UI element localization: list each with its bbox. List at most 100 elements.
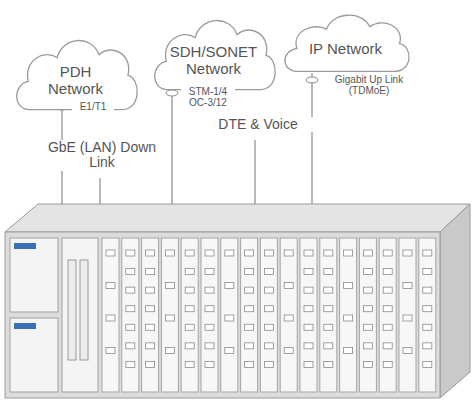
port	[126, 250, 135, 256]
network-name: PDH Network	[32, 48, 120, 97]
port	[106, 250, 115, 256]
port	[245, 287, 254, 293]
port	[304, 306, 313, 312]
line-card	[419, 238, 436, 392]
port	[324, 287, 333, 293]
port	[245, 343, 254, 349]
line-card	[300, 238, 317, 392]
line-card	[320, 238, 337, 392]
port	[363, 343, 372, 349]
port	[324, 361, 333, 367]
port	[304, 361, 313, 367]
port	[264, 287, 273, 293]
port	[363, 250, 372, 256]
line-card	[241, 238, 258, 392]
port	[423, 324, 432, 330]
port	[225, 315, 234, 321]
port	[126, 287, 135, 293]
port	[403, 250, 412, 256]
port	[344, 283, 353, 289]
port	[324, 269, 333, 275]
port	[284, 250, 293, 256]
port	[383, 361, 392, 367]
line-card	[102, 238, 119, 392]
chassis-illustration	[5, 204, 470, 398]
port	[344, 315, 353, 321]
port	[146, 306, 155, 312]
port	[403, 315, 412, 321]
port	[146, 343, 155, 349]
port	[284, 315, 293, 321]
port	[423, 306, 432, 312]
port	[205, 361, 214, 367]
line-card	[260, 238, 277, 392]
port	[423, 361, 432, 367]
port	[225, 348, 234, 354]
port	[165, 250, 174, 256]
port	[304, 287, 313, 293]
port	[284, 348, 293, 354]
port	[383, 250, 392, 256]
line-card	[340, 238, 357, 392]
interface-label: STM-1/4 OC-3/12	[181, 86, 235, 108]
port	[185, 306, 194, 312]
port	[185, 287, 194, 293]
port	[363, 361, 372, 367]
port	[126, 343, 135, 349]
port	[106, 315, 115, 321]
port	[284, 283, 293, 289]
port	[126, 324, 135, 330]
port	[403, 283, 412, 289]
port	[245, 324, 254, 330]
port	[264, 250, 273, 256]
line-card	[142, 238, 159, 392]
network-name: SDH/SONET Network	[170, 28, 258, 77]
port	[324, 306, 333, 312]
port	[225, 283, 234, 289]
port	[264, 361, 273, 367]
port	[383, 287, 392, 293]
network-cloud: SDH/SONET Network	[148, 8, 279, 97]
port	[245, 306, 254, 312]
port	[304, 269, 313, 275]
interface-label: Gigabit Up Link (TDMoE)	[320, 74, 418, 96]
port	[185, 269, 194, 275]
port	[185, 343, 194, 349]
interface-label: E1/T1	[72, 101, 114, 112]
port	[383, 269, 392, 275]
port	[324, 324, 333, 330]
port	[264, 343, 273, 349]
line-card	[181, 238, 198, 392]
port	[146, 287, 155, 293]
line-card	[221, 238, 238, 392]
port	[363, 287, 372, 293]
port	[185, 250, 194, 256]
port	[165, 348, 174, 354]
line-card	[399, 238, 416, 392]
port	[205, 287, 214, 293]
port	[205, 343, 214, 349]
port	[126, 361, 135, 367]
port	[363, 324, 372, 330]
port	[304, 324, 313, 330]
link-label: GbE (LAN) Down Link	[46, 140, 158, 171]
port	[106, 283, 115, 289]
line-card	[201, 238, 218, 392]
port	[344, 250, 353, 256]
port	[264, 306, 273, 312]
port	[205, 324, 214, 330]
port	[126, 306, 135, 312]
port	[126, 269, 135, 275]
port	[165, 315, 174, 321]
port	[106, 348, 115, 354]
port	[383, 343, 392, 349]
port	[304, 250, 313, 256]
port	[165, 283, 174, 289]
port	[146, 250, 155, 256]
port	[146, 324, 155, 330]
port	[423, 250, 432, 256]
port	[245, 250, 254, 256]
connector	[68, 260, 76, 360]
port	[205, 306, 214, 312]
port	[185, 361, 194, 367]
